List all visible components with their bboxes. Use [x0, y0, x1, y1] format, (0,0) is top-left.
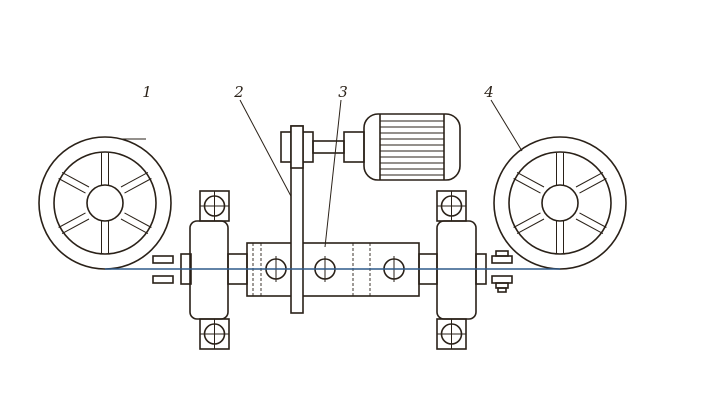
- left-housing: [180, 190, 248, 350]
- leader-line-2: [239, 99, 294, 201]
- callout-label-4: 4: [483, 83, 494, 101]
- shaft-coupling: [280, 125, 365, 169]
- left-reel: [38, 136, 172, 270]
- callout-label-1: 1: [142, 83, 152, 101]
- left-guide-block-lower: [152, 275, 174, 284]
- callout-label-2: 2: [233, 83, 244, 101]
- motor-cooling-fins: [380, 120, 444, 176]
- leader-line-3: [324, 99, 342, 248]
- leader-line-4: [490, 99, 523, 152]
- electric-motor: [363, 113, 461, 181]
- right-guide-blocks: [491, 250, 513, 293]
- right-reel: [493, 136, 627, 270]
- right-housing: [418, 190, 487, 350]
- left-guide-block-upper: [152, 255, 174, 264]
- callout-label-3: 3: [338, 83, 348, 101]
